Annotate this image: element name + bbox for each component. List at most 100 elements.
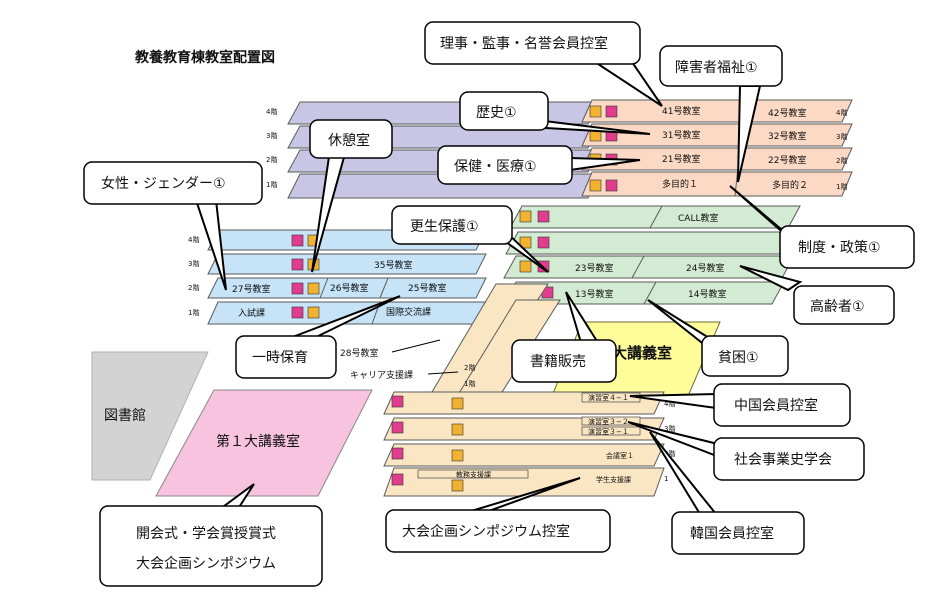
south-label-2f: 2階 [664,449,675,458]
blue-label-4f: 4階 [188,235,199,244]
blue-label-2f: 2階 [188,283,199,292]
stairs-icon [451,479,464,492]
stairs-icon [307,306,320,319]
callout-shogai: 障害者福祉① [675,60,758,76]
office-kyomu: 教務支援課 [456,470,491,479]
room-enshu-3-1: 演習室３−１ [588,427,629,436]
callout-seido: 制度・政策① [798,239,881,256]
callout-seido-box [779,225,915,269]
room-enshu-4-1: 演習室４−１ [588,393,629,402]
stairs-icon [519,260,532,273]
lavender-label-4f: 4階 [266,107,277,116]
room-21: 21号教室 [662,153,700,165]
callout-kankoku-box [671,511,805,555]
green-floor-3 [505,231,797,255]
callout-kyukei: 休憩室 [328,132,370,149]
callout-hoken: 保健・医療① [454,158,537,175]
lavender-label-3f: 3階 [266,131,277,140]
library-label: 図書館 [104,407,146,424]
callout-kaikai-line1: 開会式・学会賞授賞式 [136,526,276,542]
room-23: 23号教室 [575,262,613,274]
stairs-icon [589,179,602,192]
callout-hoken-box [437,145,573,185]
stairs-icon [451,423,464,436]
office-nyushi: 入試課 [238,307,265,319]
green-block: CALL教室 23号教室 24号教室 13号教室 14号教室 [503,205,801,305]
callout-shakai: 社会事業史学会 [734,452,832,468]
callout-chugoku: 中国会員控室 [734,397,818,414]
room-25: 25号教室 [408,282,446,294]
callout-ichiji-box [235,335,337,379]
elevator-icon [605,105,618,118]
callout-kosei: 更生保護① [410,219,479,235]
elevator-icon [391,447,404,460]
hall-1-label: 第１大講義室 [216,433,300,450]
room-32: 32号教室 [768,130,806,142]
elevator-icon [391,395,404,408]
south-label-3f: 3階 [664,424,675,433]
callout-rekishi: 歴史① [476,105,517,121]
callout-shoseki: 書籍販売 [530,353,586,370]
callout-koreisha-box [793,285,895,325]
room-enshu-3-2: 演習室３−２ [588,417,629,426]
callout-josei-box [83,161,263,205]
salmon-floor-4 [581,99,853,123]
salmon-floor-3 [581,123,853,147]
callout-shogai-box [659,45,783,87]
callout-shoseki-box [511,339,617,383]
callout-ichiji: 一時保育 [252,350,308,366]
room-26: 26号教室 [330,282,368,294]
elevator-icon [537,210,550,223]
library-building [91,351,209,481]
callout-riji: 理事・監事・名誉会員控室 [440,35,608,52]
diagram-title: 教養教育棟教室配置図 [135,49,275,66]
callout-josei: 女性・ジェンダー① [101,175,226,192]
blue-label-1f: 1階 [188,308,199,317]
lavender-label-1f: 1階 [266,180,277,189]
stairs-icon [451,449,464,462]
elevator-icon [537,236,550,249]
blue-floor-2 [207,277,487,299]
salmon-label-1f: 1階 [836,182,847,191]
callout-koreisha: 高齢者① [810,298,865,315]
room-call: CALL教室 [678,212,718,224]
room-tamoku-1: 多目的１ [662,178,698,190]
stairs-icon [451,397,464,410]
callout-kaikai-line2: 大会企画シンポジウム [136,555,276,572]
south-label-4f: 4階 [664,399,675,408]
salmon-label-2f: 2階 [836,156,847,165]
room-27: 27号教室 [232,283,270,295]
callout-chugoku-box [713,383,851,427]
blue-label-3f: 3階 [188,259,199,268]
elevator-icon [291,306,304,319]
salmon-label-3f: 3階 [836,132,847,141]
room-31: 31号教室 [662,129,700,141]
callout-kankoku: 韓国会員控室 [690,525,774,542]
hall-main-label: 大講義室 [612,344,672,362]
callout-hinkon: 貧困① [718,350,759,366]
room-14: 14号教室 [688,288,726,300]
callout-taikai-box [385,509,611,553]
callout-kaikai-box [99,505,323,587]
elevator-icon [605,179,618,192]
callout-shakai-box [713,437,865,481]
hall-1-building [155,389,373,497]
stairs-icon [589,105,602,118]
elevator-icon [391,421,404,434]
room-42: 42号教室 [768,107,806,119]
room-kaigi-1: 会議室１ [606,451,634,460]
salmon-block: 41号教室 42号教室 31号教室 32号教室 21号教室 22号教室 多目的１… [581,99,853,197]
room-13: 13号教室 [575,288,613,300]
room-tamoku-2: 多目的２ [772,179,808,191]
room-22: 22号教室 [768,154,806,166]
office-career: キャリア支援課 [350,369,413,381]
stairs-icon [307,282,320,295]
callout-rekishi-box [459,91,549,131]
lavender-label-2f: 2階 [266,155,277,164]
callout-hinkon-box [701,335,789,377]
room-41: 41号教室 [662,105,700,117]
elevator-icon [291,258,304,271]
office-kokusai: 国際交流課 [386,306,431,318]
callout-kosei-box [391,205,513,245]
